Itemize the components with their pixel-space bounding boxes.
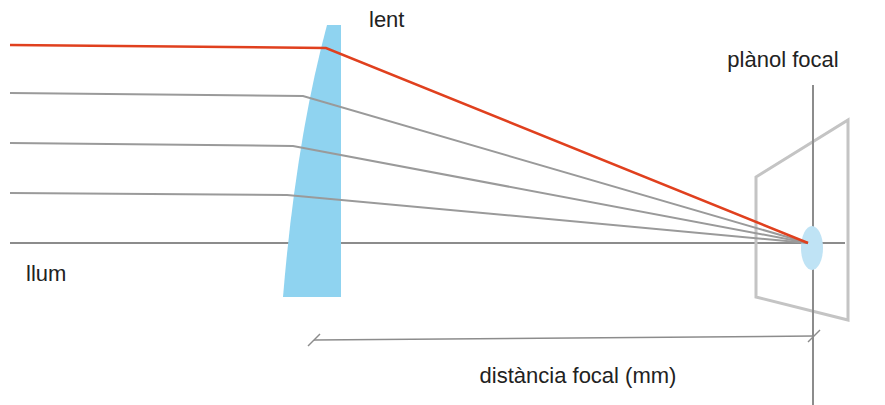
text-label: llum bbox=[24, 262, 68, 286]
light-ray bbox=[10, 193, 808, 243]
lens-shape bbox=[283, 25, 341, 297]
text-label: lent bbox=[367, 8, 406, 32]
focal-plane-frame bbox=[756, 120, 848, 320]
dimension-tick bbox=[808, 330, 820, 342]
text-label: plànol focal bbox=[725, 48, 840, 72]
optical-axis bbox=[10, 242, 845, 244]
text-label: distància focal (mm) bbox=[478, 364, 679, 388]
dimension-line bbox=[314, 336, 814, 340]
marginal-ray bbox=[10, 45, 808, 243]
light-ray bbox=[10, 93, 808, 243]
dimension-tick bbox=[308, 334, 320, 346]
light-ray bbox=[10, 143, 808, 243]
focal-spot bbox=[801, 226, 823, 270]
